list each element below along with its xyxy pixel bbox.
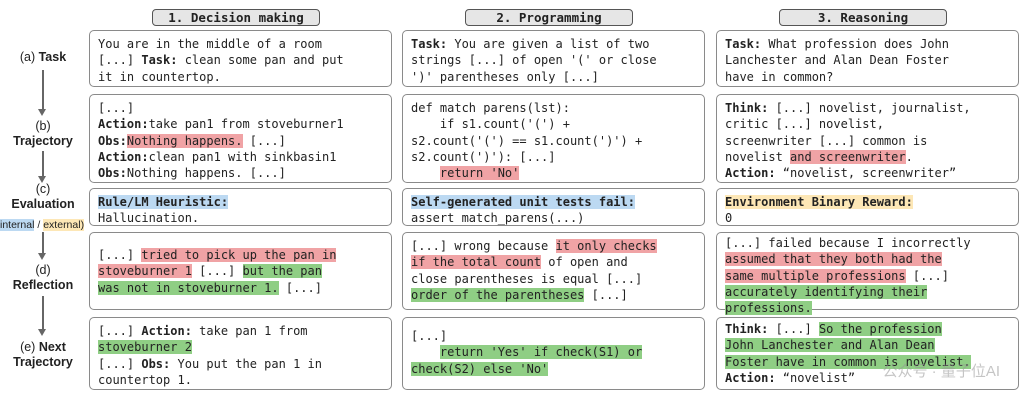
programming-next-trajectory-box: [...] return 'Yes' if check(S1) or check… bbox=[402, 317, 705, 390]
arrow-task-to-trajectory bbox=[39, 70, 45, 116]
decision-trajectory-box: [...] Action:take pan1 from stoveburner1… bbox=[89, 94, 392, 183]
arrow-trajectory-to-evaluation bbox=[39, 151, 45, 183]
decision-next-trajectory-box: [...] Action: take pan 1 from stoveburne… bbox=[89, 317, 392, 390]
reasoning-trajectory-box: Think: [...] novelist, journalist, criti… bbox=[716, 94, 1019, 183]
programming-trajectory-box: def match parens(lst): if s1.count('(') … bbox=[402, 94, 705, 183]
row-label-evaluation: (c)Evaluation bbox=[11, 182, 75, 211]
programming-task-box: Task: You are given a list of two string… bbox=[402, 30, 705, 87]
reasoning-evaluation-box: Environment Binary Reward: 0 bbox=[716, 188, 1019, 226]
programming-evaluation-box: Self-generated unit tests fail: assert m… bbox=[402, 188, 705, 226]
watermark: 公众号 · 量子位AI bbox=[882, 363, 1000, 380]
programming-reflection-box: [...] wrong because it only checks if th… bbox=[402, 232, 705, 310]
reasoning-next-trajectory-box: Think: [...] So the profession John Lanc… bbox=[716, 317, 1019, 390]
row-label-reflection: (d)Reflection bbox=[12, 263, 74, 292]
arrow-evaluation-to-reflection bbox=[39, 232, 45, 260]
internal-external-tag: internal / external) bbox=[0, 219, 85, 231]
row-label-task: (a) Task bbox=[19, 50, 67, 64]
row-label-trajectory: (b)Trajectory bbox=[13, 119, 73, 148]
column-header-programming: 2. Programming bbox=[465, 9, 633, 26]
arrow-reflection-to-next bbox=[39, 296, 45, 336]
column-header-decision-making: 1. Decision making bbox=[152, 9, 320, 26]
reasoning-reflection-box: [...] failed because I incorrectly assum… bbox=[716, 232, 1019, 316]
reasoning-task-box: Task: What profession does John Lanchest… bbox=[716, 30, 1019, 87]
column-header-reasoning: 3. Reasoning bbox=[779, 9, 947, 26]
decision-evaluation-box: Rule/LM Heuristic: Hallucination. bbox=[89, 188, 392, 226]
decision-task-box: You are in the middle of a room [...] Ta… bbox=[89, 30, 392, 87]
decision-reflection-box: [...] tried to pick up the pan in stoveb… bbox=[89, 232, 392, 310]
